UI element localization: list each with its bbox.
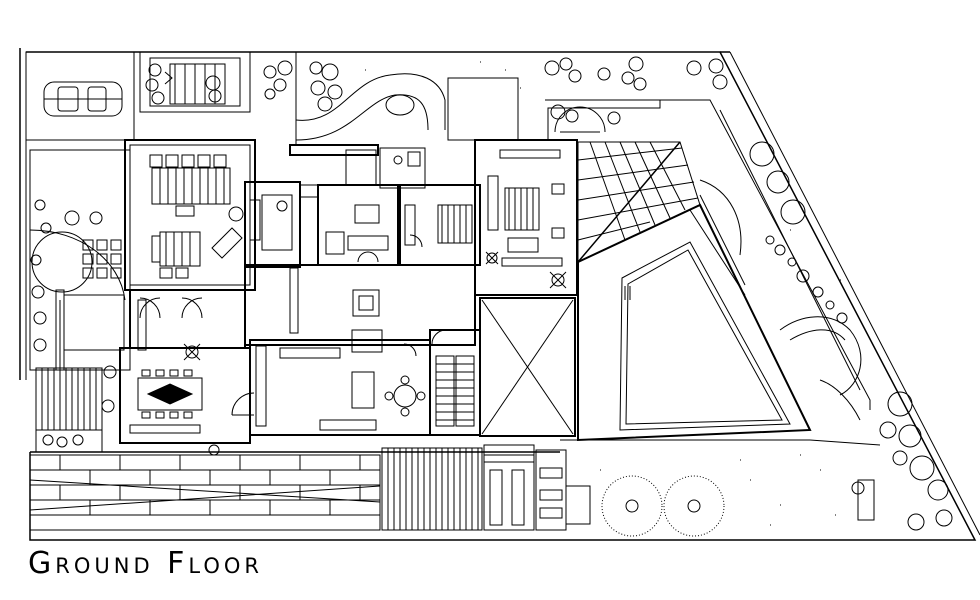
dining-furniture	[129, 369, 255, 434]
garden-curve	[779, 316, 862, 421]
master-bedroom-furniture	[487, 149, 565, 267]
front-deck	[381, 447, 483, 531]
entry-stair-top	[139, 51, 251, 113]
stair-icon	[483, 444, 591, 531]
corridor-bath	[249, 184, 319, 334]
front-paving	[29, 454, 381, 531]
bedroom-2-furniture	[404, 204, 473, 248]
kitchen-furniture	[255, 343, 426, 431]
courtyard-void	[481, 299, 574, 435]
entry-doors	[137, 297, 203, 351]
tree-icon	[145, 60, 343, 112]
pergola	[554, 106, 701, 263]
left-walkway	[55, 289, 125, 371]
parking-area	[25, 51, 135, 141]
drawing-title: Ground Floor	[28, 546, 264, 581]
tree-icon	[30, 199, 103, 352]
tree-icon	[749, 141, 953, 531]
pool-deck-edge	[809, 439, 881, 446]
tree-icon	[544, 56, 728, 125]
palm-icon	[601, 475, 875, 537]
salon-furniture	[149, 154, 244, 279]
ground-floor-plan	[19, 48, 980, 541]
stair-icon	[35, 367, 103, 453]
left-garden	[29, 149, 131, 371]
garden-strip	[545, 99, 871, 410]
pool-icon	[577, 203, 812, 442]
car-icon	[43, 81, 123, 117]
skylight	[351, 289, 383, 353]
bathroom	[345, 147, 426, 189]
bedroom-1-furniture	[325, 204, 389, 263]
lawn-texture	[365, 61, 841, 526]
stair-icon	[431, 329, 475, 427]
